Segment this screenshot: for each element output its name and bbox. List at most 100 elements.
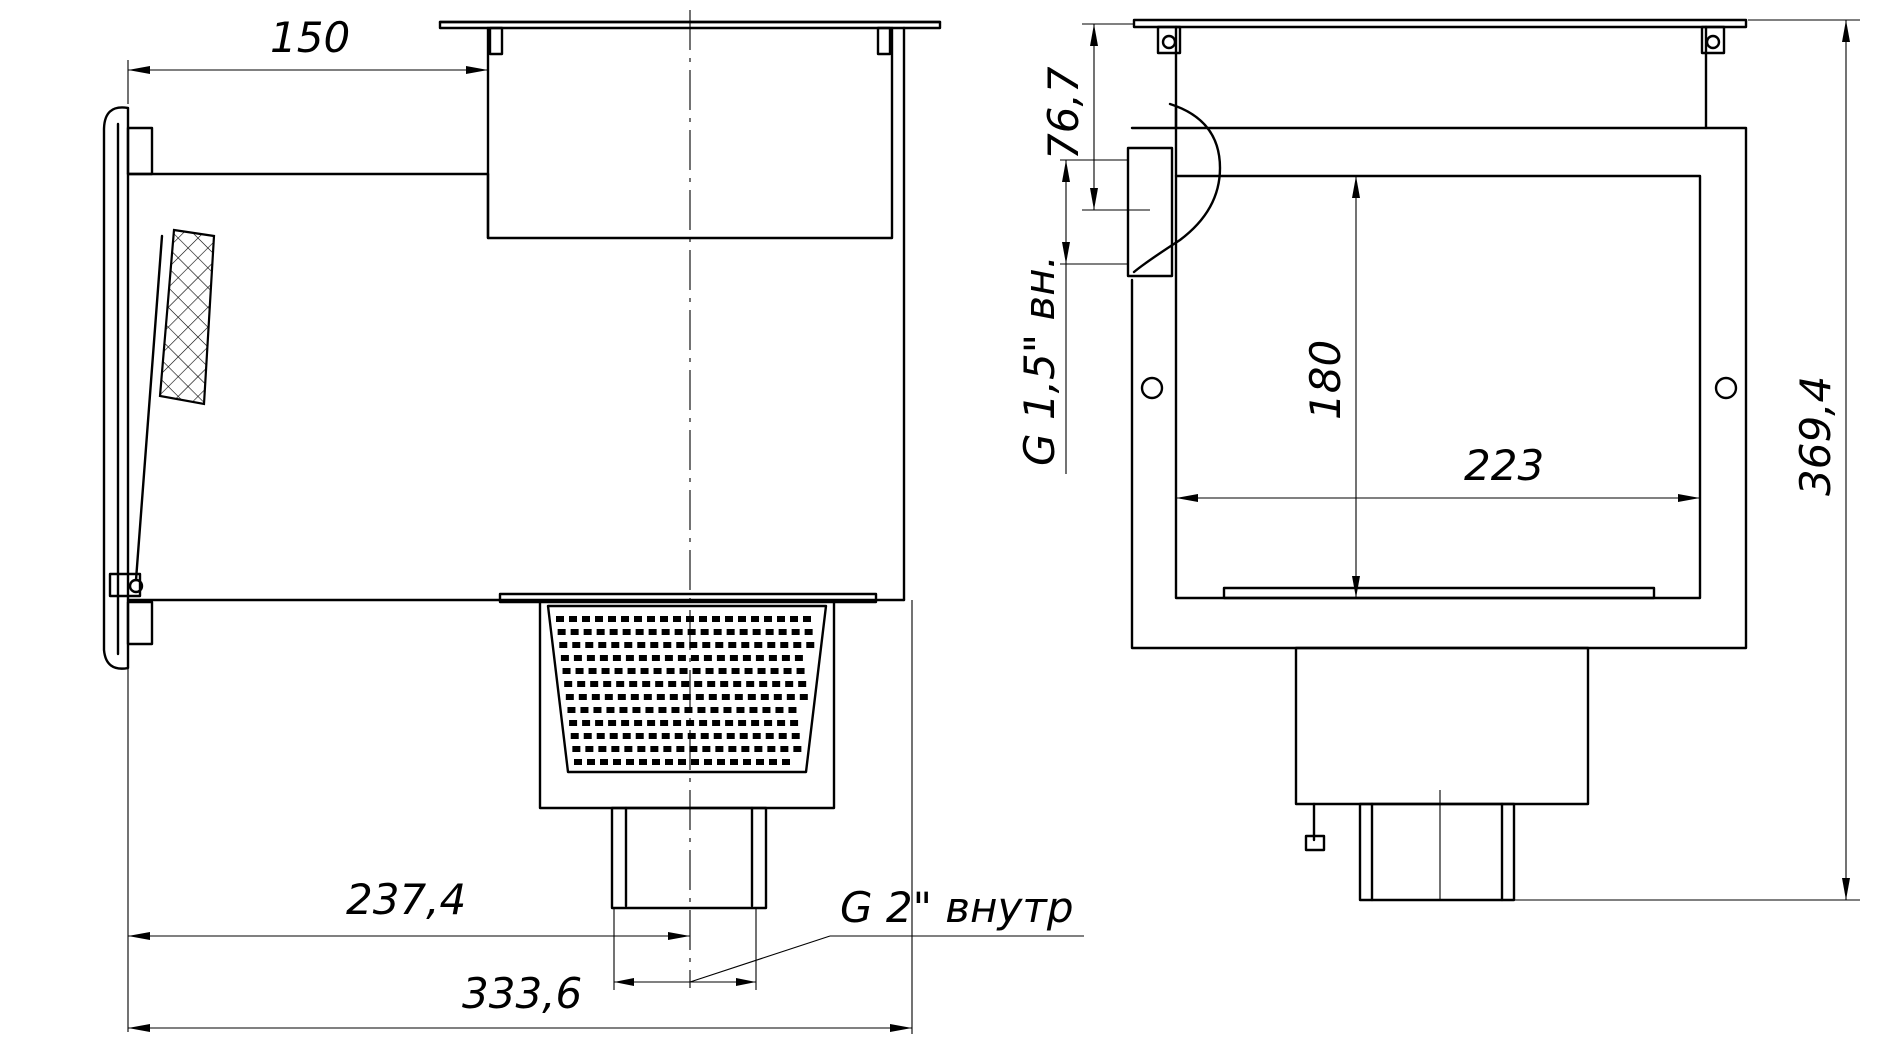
basket-slot <box>718 668 727 674</box>
basket-slot <box>632 707 641 713</box>
basket-slot <box>717 759 725 765</box>
basket-slot <box>601 668 610 674</box>
basket-slot <box>739 733 748 739</box>
basket-slot <box>666 668 675 674</box>
basket-slot <box>613 759 621 765</box>
basket-slot <box>741 642 750 648</box>
label-side-thread: G 1,5" вн. <box>1015 255 1064 466</box>
basket-slot <box>585 746 594 752</box>
basket-slot <box>764 720 773 726</box>
basket-slot <box>638 655 647 661</box>
basket-slot <box>777 616 785 622</box>
basket-slot <box>582 720 591 726</box>
basket-slot <box>586 655 595 661</box>
basket-slot <box>803 616 811 622</box>
basket-slot <box>645 707 654 713</box>
basket-slot <box>614 668 623 674</box>
basket-slot <box>742 655 751 661</box>
basket-slot <box>780 642 789 648</box>
basket-slot <box>608 616 616 622</box>
side-nozzle <box>1126 146 1174 278</box>
basket-slot <box>624 642 633 648</box>
basket-slot <box>749 707 758 713</box>
basket-slot <box>687 733 696 739</box>
basket-slot <box>679 668 688 674</box>
basket-slot <box>767 746 776 752</box>
basket-slot <box>736 707 745 713</box>
label-outlet-thread: G 2" внутр <box>840 883 1073 932</box>
basket-slot <box>755 655 764 661</box>
basket-slot <box>637 642 646 648</box>
basket-slot <box>783 668 792 674</box>
basket-slot <box>694 681 703 687</box>
basket-slot <box>723 707 732 713</box>
basket-slot <box>700 733 709 739</box>
basket-slot <box>786 694 795 700</box>
basket-slot <box>778 629 787 635</box>
basket-slot <box>616 681 625 687</box>
basket-slot <box>669 694 678 700</box>
basket-slot <box>674 733 683 739</box>
basket-slot <box>562 668 571 674</box>
basket-slot <box>777 720 786 726</box>
basket-slot <box>590 681 599 687</box>
basket-slot <box>596 733 605 739</box>
basket-slot <box>690 655 699 661</box>
basket-slot <box>743 759 751 765</box>
front-outlet-pipe <box>1358 802 1516 902</box>
basket-slot <box>593 707 602 713</box>
basket-slot <box>647 616 655 622</box>
basket-slot <box>715 746 724 752</box>
basket-slot <box>635 629 644 635</box>
basket-slot <box>770 668 779 674</box>
basket-slot <box>793 642 802 648</box>
basket-slot <box>790 616 798 622</box>
basket-slot <box>608 720 617 726</box>
basket-slot <box>687 629 696 635</box>
basket-slot <box>627 668 636 674</box>
basket-slot <box>757 668 766 674</box>
basket-slot <box>673 720 682 726</box>
basket-slot <box>752 629 761 635</box>
basket-slot <box>785 681 794 687</box>
basket-slot <box>739 629 748 635</box>
basket-slot <box>661 629 670 635</box>
basket-slot <box>731 668 740 674</box>
label-333-6: 333,6 <box>462 969 582 1018</box>
dimension-333-6: 333,6 <box>128 600 913 1034</box>
basket-slot <box>609 629 618 635</box>
basket-slot <box>791 733 800 739</box>
weir-flap <box>134 234 164 582</box>
basket-slot <box>738 720 747 726</box>
basket-slot <box>764 616 772 622</box>
basket-slot <box>712 616 720 622</box>
basket-slot <box>626 759 634 765</box>
basket-slot <box>721 694 730 700</box>
basket-slot <box>678 759 686 765</box>
basket-slot <box>741 746 750 752</box>
basket-slot <box>728 746 737 752</box>
front-flange <box>102 106 130 670</box>
dimension-g15: G 1,5" вн. <box>1015 159 1128 474</box>
basket-slot <box>606 707 615 713</box>
basket-slot <box>651 655 660 661</box>
dimension-369-4: 369,4 <box>1514 19 1860 901</box>
float-hatch <box>158 228 216 406</box>
basket-slot <box>619 707 628 713</box>
label-150: 150 <box>270 13 350 62</box>
basket-slot <box>612 655 621 661</box>
label-180: 180 <box>1301 340 1350 420</box>
basket-slot <box>713 629 722 635</box>
basket-slot <box>570 733 579 739</box>
basket-slot <box>582 616 590 622</box>
label-237-4: 237,4 <box>346 875 466 924</box>
basket <box>546 604 828 774</box>
basket-slot <box>564 681 573 687</box>
basket-slot <box>746 681 755 687</box>
basket-slot <box>630 694 639 700</box>
basket-slot <box>557 629 566 635</box>
basket-slot <box>598 746 607 752</box>
basket-slot <box>650 746 659 752</box>
basket-slot <box>595 720 604 726</box>
